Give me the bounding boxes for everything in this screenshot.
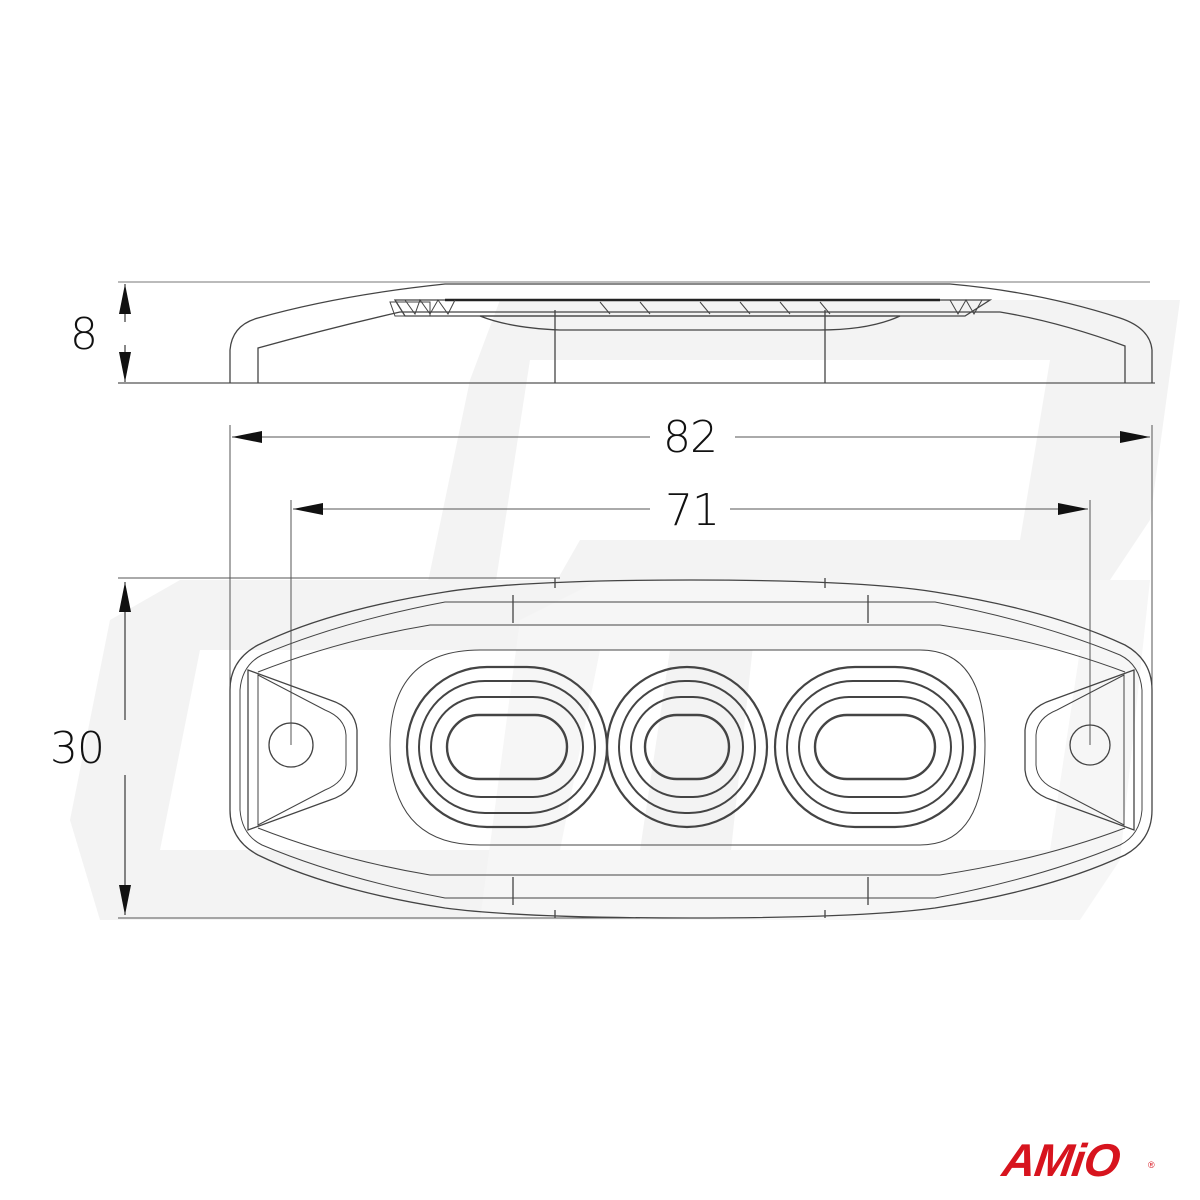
watermark — [70, 300, 1180, 920]
led-2 — [605, 665, 769, 829]
dimension-width — [118, 577, 640, 919]
dimension-hole-spacing — [290, 500, 1091, 745]
registered-mark: ® — [1148, 1160, 1155, 1170]
led-3 — [773, 665, 977, 829]
top-view — [229, 578, 1153, 919]
width-label: 30 — [50, 723, 105, 774]
mounting-hole-right — [1069, 724, 1111, 766]
mounting-hole-left — [268, 722, 314, 768]
length-label: 82 — [663, 412, 718, 463]
side-view — [118, 281, 1155, 384]
brand-logo: AMiO — [999, 1134, 1123, 1186]
height-label: 8 — [70, 309, 98, 360]
hole-spacing-label: 71 — [665, 485, 720, 536]
dimension-length — [229, 425, 1153, 720]
